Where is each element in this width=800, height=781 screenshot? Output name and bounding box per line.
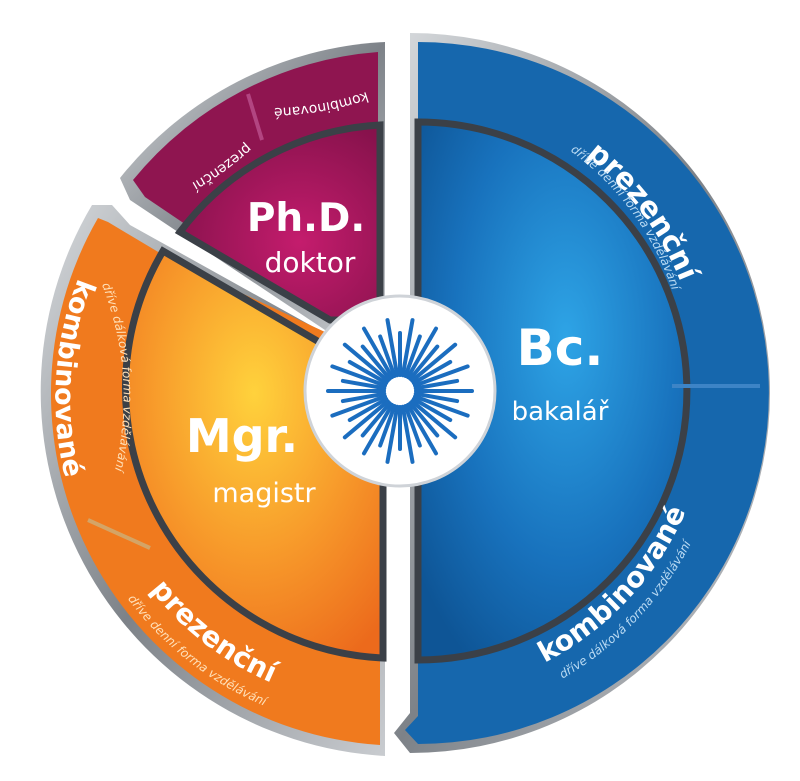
mgr-name: magistr xyxy=(212,478,316,509)
sunburst-ray xyxy=(360,401,392,438)
phd-abbr: Ph.D. xyxy=(247,196,365,241)
sunburst-ray xyxy=(360,344,392,381)
sunburst-ray xyxy=(413,378,460,391)
sunburst-ray xyxy=(385,318,400,378)
center-logo xyxy=(303,294,497,488)
sunburst-ray xyxy=(410,399,458,440)
sunburst-ray xyxy=(330,364,387,388)
sunburst-ray xyxy=(413,391,460,404)
sunburst-logo-icon xyxy=(326,318,474,464)
sunburst-ray xyxy=(342,342,390,383)
mgr-ring-divider xyxy=(87,518,151,550)
sunburst-ray xyxy=(378,334,397,378)
sunburst-ray xyxy=(406,326,438,380)
sunburst-ray xyxy=(347,397,389,422)
sunburst-ray xyxy=(362,402,394,456)
bc-name: bakalář xyxy=(512,397,609,427)
sunburst-ray xyxy=(400,404,415,464)
sunburst-ray xyxy=(330,394,387,418)
sunburst-ray xyxy=(411,360,453,385)
sunburst-ray xyxy=(385,404,400,464)
bc-abbr: Bc. xyxy=(517,319,604,377)
segment-bc xyxy=(394,33,770,753)
sunburst-ray xyxy=(340,378,387,391)
phd-inner-area xyxy=(174,121,384,324)
sunburst-ray xyxy=(403,334,422,378)
sunburst-ray xyxy=(408,401,440,438)
sunburst-ray xyxy=(403,404,422,448)
mgr-abbr: Mgr. xyxy=(186,409,298,463)
sunburst-ray xyxy=(378,404,397,448)
bc-inner-area xyxy=(414,118,691,664)
sunburst-ray xyxy=(342,399,390,440)
sunburst-ray xyxy=(340,391,387,404)
phd-name: doktor xyxy=(265,246,356,279)
segment-phd xyxy=(120,42,385,330)
sunburst-ray xyxy=(410,342,458,383)
phd-ring-divider xyxy=(246,93,264,141)
sunburst-ray xyxy=(411,397,453,422)
sunburst-ray xyxy=(400,318,415,378)
sunburst-ray xyxy=(413,364,470,388)
sunburst-ray xyxy=(347,360,389,385)
sunburst-ray xyxy=(413,394,470,418)
sunburst-ray xyxy=(362,326,394,380)
sunburst-ray xyxy=(406,402,438,456)
sunburst-ray xyxy=(408,344,440,381)
